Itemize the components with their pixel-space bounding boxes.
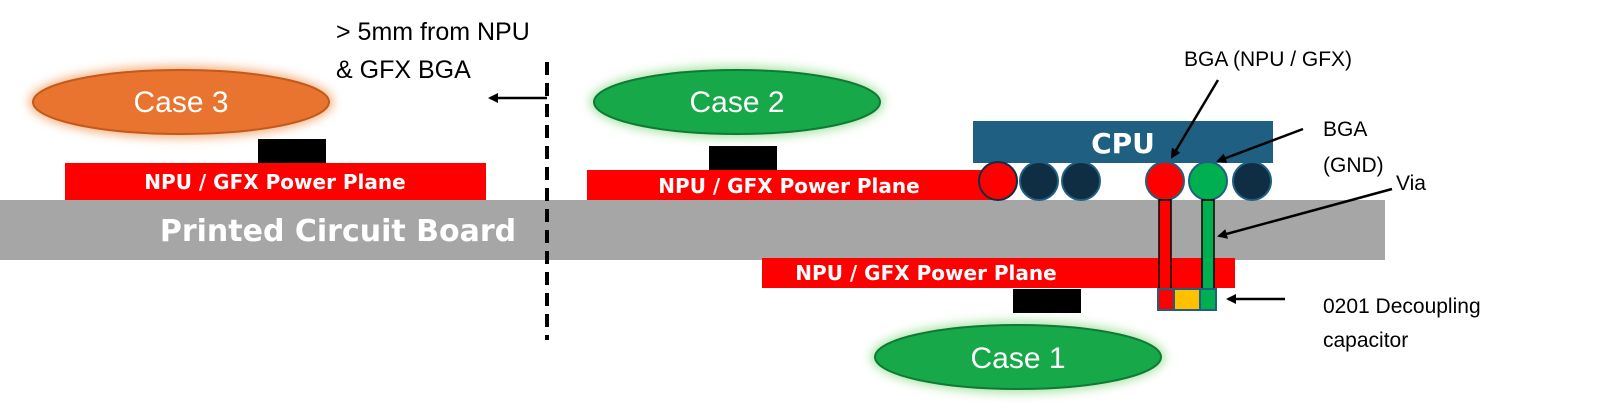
power-plane-middle (587, 170, 997, 200)
callout-bga-npu: BGA (NPU / GFX) (1184, 48, 1352, 71)
power-plane-left (65, 163, 486, 200)
case3-badge: Case 3 (29, 66, 333, 138)
power-plane-left-label: NPU / GFX Power Plane (144, 170, 405, 194)
case1-badge: Case 1 (871, 321, 1165, 393)
callout-decap-line2: capacitor (1323, 329, 1408, 352)
capacitor-case1 (1013, 289, 1081, 313)
callout-bga-gnd-line2: (GND) (1323, 154, 1384, 177)
via-gnd (1201, 199, 1215, 290)
distance-note-line2: & GFX BGA (336, 56, 471, 84)
callout-via-arrow (1217, 187, 1393, 239)
pcb-board-label: Printed Circuit Board (160, 214, 516, 249)
callout-via: Via (1396, 172, 1426, 195)
cpu-label: CPU (1091, 127, 1155, 160)
bga-ball-dark-2 (1061, 161, 1101, 201)
case1-label: Case 1 (970, 342, 1065, 375)
capacitor-case2 (709, 146, 777, 170)
case2-badge: Case 2 (590, 66, 884, 138)
pcb-board (0, 200, 1385, 260)
decoupling-capacitor-0201 (1157, 288, 1217, 311)
bga-ball-dark-1 (1019, 161, 1059, 201)
callout-bga-gnd-line1: BGA (1323, 118, 1367, 141)
capacitor-case3 (258, 139, 326, 163)
bga-ball-npu-left (978, 161, 1018, 201)
power-plane-middle-label: NPU / GFX Power Plane (658, 174, 919, 198)
power-plane-bottom-label: NPU / GFX Power Plane (795, 261, 1056, 285)
case2-label: Case 2 (689, 86, 784, 119)
power-plane-bottom (762, 258, 1235, 288)
callout-decap-line1: 0201 Decoupling (1323, 295, 1481, 318)
bga-ball-gnd (1188, 161, 1228, 201)
callout-bga-npu-arrow (1170, 79, 1220, 159)
via-npu (1158, 199, 1172, 290)
distance-note-line1: > 5mm from NPU (336, 18, 530, 46)
bga-ball-dark-3 (1232, 161, 1272, 201)
bga-ball-npu (1145, 161, 1185, 201)
case3-label: Case 3 (133, 86, 228, 119)
callout-bga-gnd-arrow (1216, 127, 1304, 163)
